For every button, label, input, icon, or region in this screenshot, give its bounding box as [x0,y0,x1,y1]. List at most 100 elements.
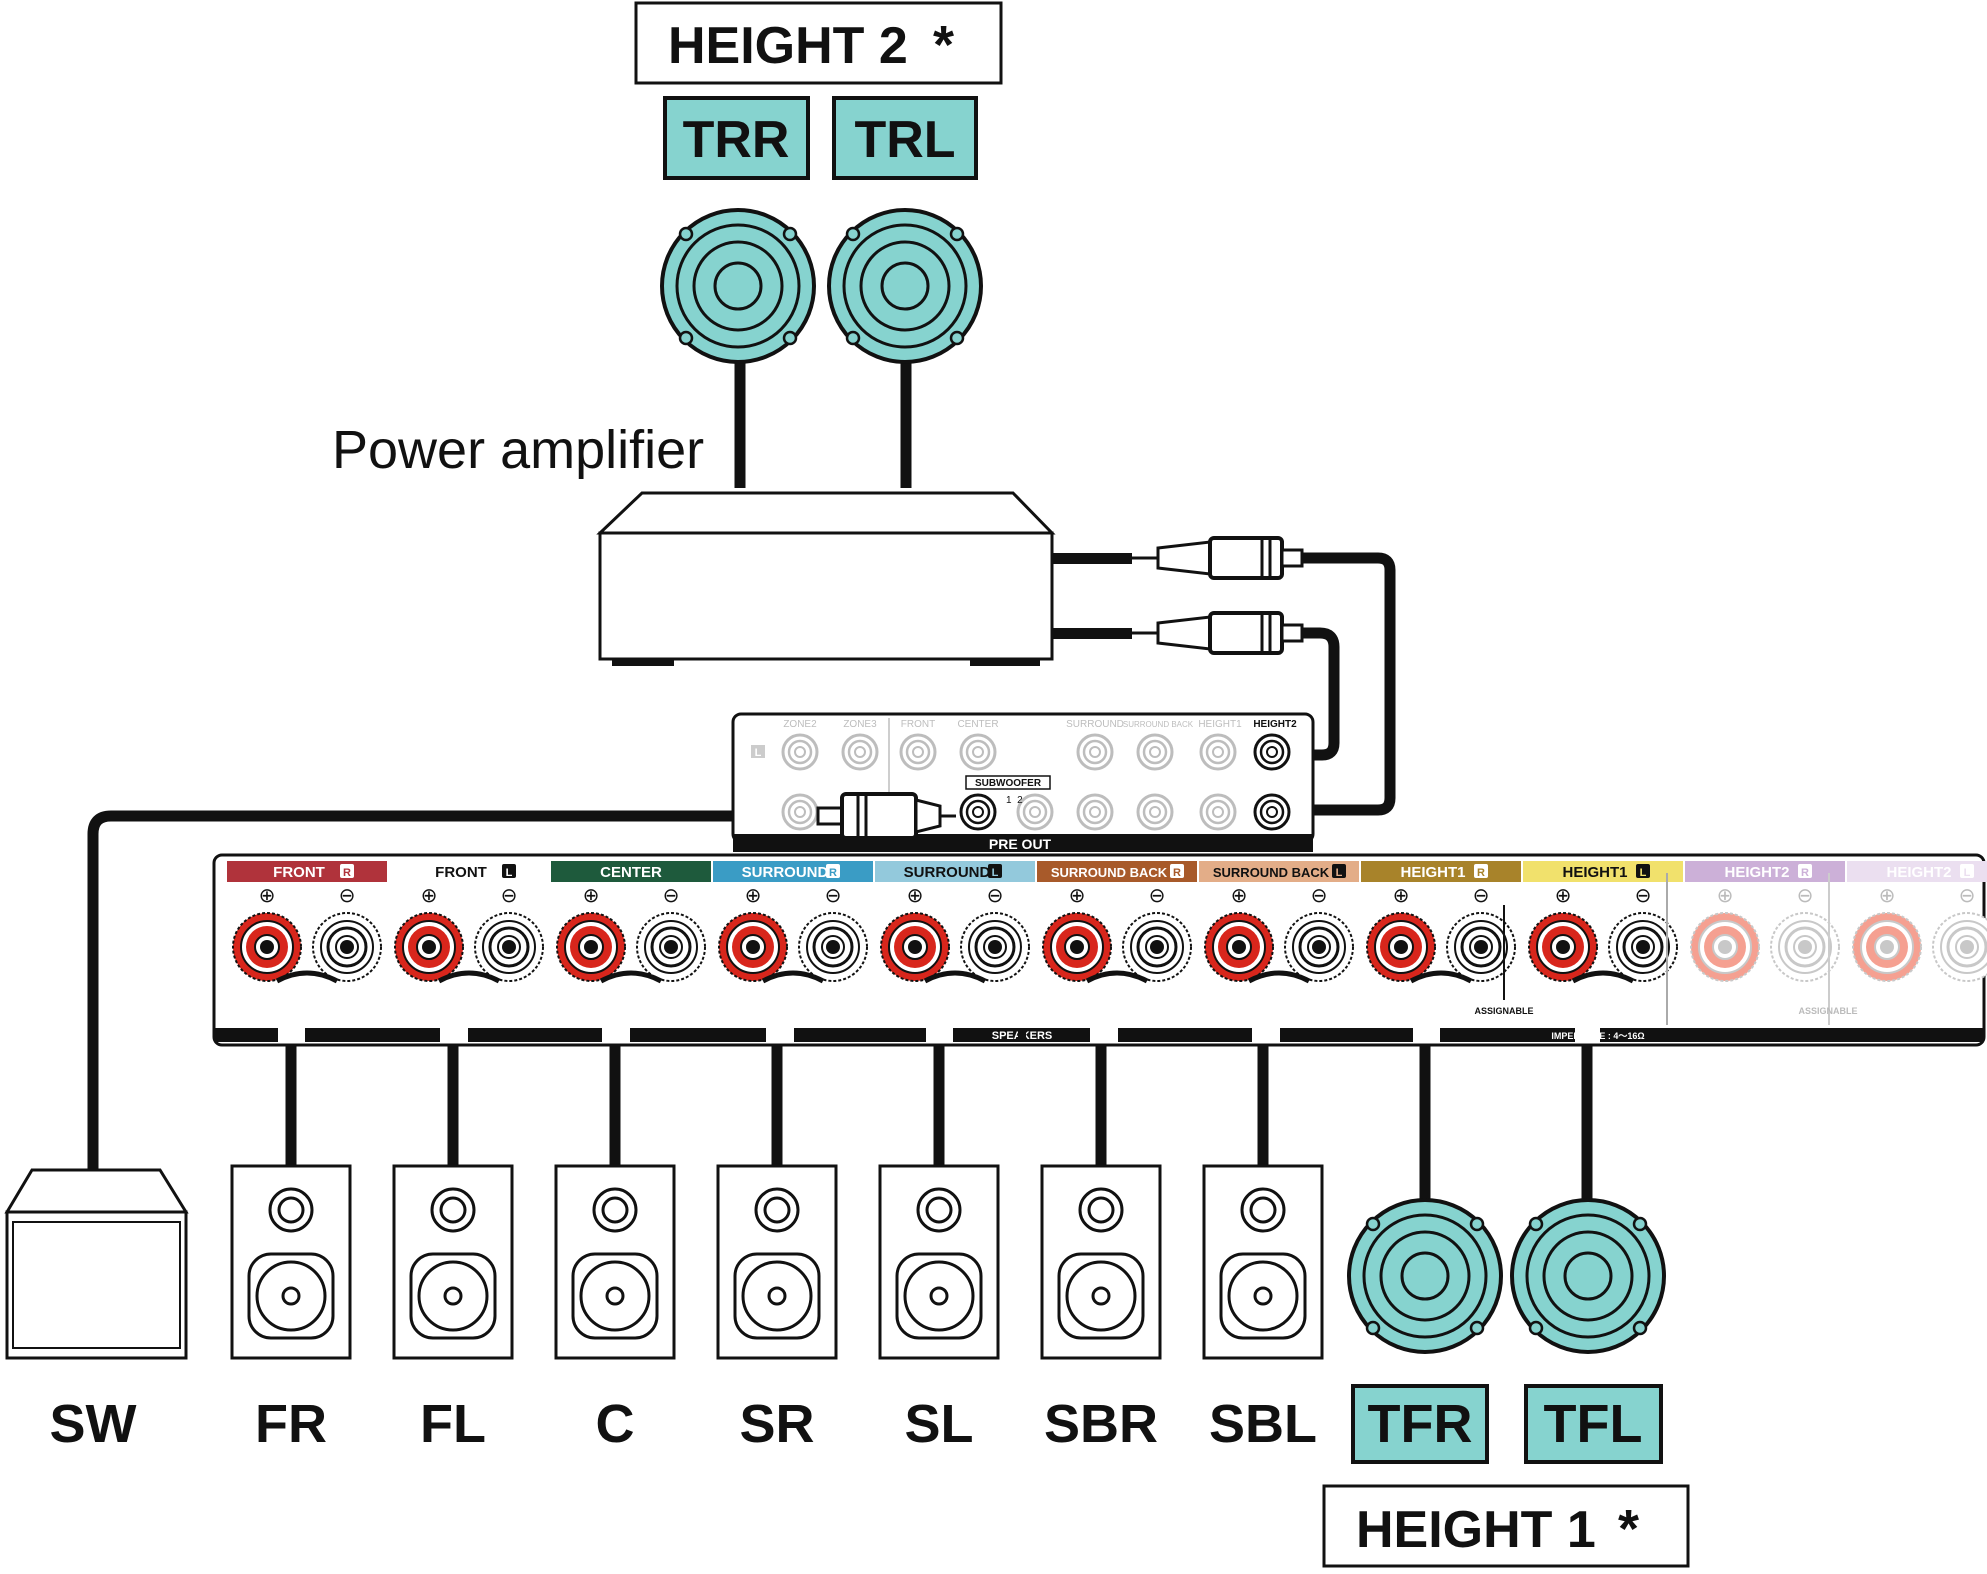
minus-terminal-icon [960,912,1030,982]
minus-icon: ⊖ [339,885,356,907]
speaker-terminal-panel: SPEAKERSIMPEDANCE : 4～16Ω FRONT R ⊕ ⊖ FRONTL… [212,853,1987,1047]
amp-top-face [596,491,1056,535]
terminal-bottom-bar: SPEAKERSIMPEDANCE : 4～16Ω [214,1028,1984,1042]
channel-label: HEIGHT1 [1562,864,1627,881]
channel-badge-box [1960,864,1974,878]
screw-icon [1365,1216,1381,1232]
screw-icon [1528,1216,1544,1232]
label-fr: FR [255,1394,327,1454]
minus-icon: ⊖ [1635,885,1652,907]
minus-icon: ⊖ [1797,885,1814,907]
subwoofer-numbers: 1 2 [1006,795,1023,806]
channel-color-bar [1847,861,1987,882]
plus-icon: ⊕ [1555,885,1572,907]
minus-terminal-icon [1122,912,1192,982]
channel-badge-box [502,864,516,878]
screw-icon [949,330,965,346]
height2-title: HEIGHT 2 [668,17,908,75]
channel-label: FRONT [273,864,325,881]
height2-group: HEIGHT 2 * TRR TRL [634,1,1003,180]
rca-plug-bottom [1052,611,1304,655]
subwoofer-top [4,1168,189,1214]
rca-plug-subwoofer [816,792,956,840]
channel-badge-box [340,864,354,878]
channel-badge-box [1332,864,1346,878]
minus-terminal-icon [636,912,706,982]
channel-badge: L [992,867,999,879]
minus-terminal-icon [1770,912,1840,982]
rca-barrel [840,792,918,840]
cable-fork [599,970,663,984]
amp-foot [970,659,1040,666]
pre-out-label: PRE OUT [989,836,1052,852]
channel-badge: R [1173,867,1181,879]
ceiling-speaker-ring [1362,1213,1488,1339]
pre-out-channel-label: SURROUND [1066,719,1124,730]
rca-tip [1156,615,1212,651]
rca-jack-icon [959,733,997,771]
rca-jack-icon [1199,733,1237,771]
plus-terminal-icon [1528,912,1598,982]
terminal-channel: CENTER⊕⊖ [551,861,711,984]
plus-icon: ⊕ [1069,885,1086,907]
impedance-label: IMPEDANCE : 4～16Ω [1551,1031,1644,1041]
plus-terminal-icon [1042,912,1112,982]
label-tfr: TFR [1368,1394,1473,1454]
ceiling-speaker-outer [1347,1198,1503,1354]
channel-badge: R [343,867,351,879]
ceiling-speaker-outer [827,208,983,364]
label-sbl: SBL [1209,1394,1317,1454]
plus-terminal-icon [1204,912,1274,982]
rca-tail [1280,623,1304,643]
trl-label: TRL [854,111,955,169]
height2-asterisk: * [933,15,954,75]
minus-icon: ⊖ [825,885,842,907]
label-sbr: SBR [1044,1394,1158,1454]
floor-speaker-icon [1202,1164,1324,1360]
height1-title: HEIGHT 1 [1356,1501,1596,1559]
pre-out-channel-label: CENTER [957,719,998,730]
minus-terminal-icon [1446,912,1516,982]
minus-terminal-icon [312,912,382,982]
trl-label-box [832,96,978,180]
trr-label-box [663,96,810,180]
screw-icon [782,330,798,346]
trr-label: TRR [683,111,790,169]
label-sr: SR [739,1394,814,1454]
ceiling-speaker-ring [675,223,801,349]
rca-jack-icon [1253,733,1291,771]
plus-terminal-icon [556,912,626,982]
bottom-labels: SW FR FL C SR SL SBR SBL TFR TFL [50,1384,1663,1464]
plus-terminal-icon [1690,912,1760,982]
cable-fork [1409,970,1473,984]
l-badge-box [751,745,765,758]
cable-amp-rca-top [1268,552,1396,816]
rca-tip [1156,540,1212,576]
plus-icon: ⊕ [1393,885,1410,907]
pre-out-channel-label: ZONE3 [843,719,877,730]
ceiling-speaker-cone [859,240,951,332]
rca-jack-icon [1136,793,1174,831]
rca-jack-icon [781,733,819,771]
channel-badge-box [1170,864,1184,878]
plus-terminal-icon [1366,912,1436,982]
channel-badge-box [1636,864,1650,878]
cable-fork [1247,970,1311,984]
channel-badge-box [988,864,1002,878]
rca-stub [1052,628,1132,639]
amp-foot [612,659,674,666]
subwoofer-label-box [965,775,1051,790]
channel-label: HEIGHT2 [1886,864,1951,881]
plus-terminal-icon [232,912,302,982]
channel-label: SURROUND BACK [1051,865,1168,880]
ceiling-speaker-dome [880,261,930,311]
screw-icon [1469,1320,1485,1336]
channel-badge-box [1798,864,1812,878]
label-tfl: TFL [1544,1394,1643,1454]
subwoofer-inner [12,1221,181,1349]
